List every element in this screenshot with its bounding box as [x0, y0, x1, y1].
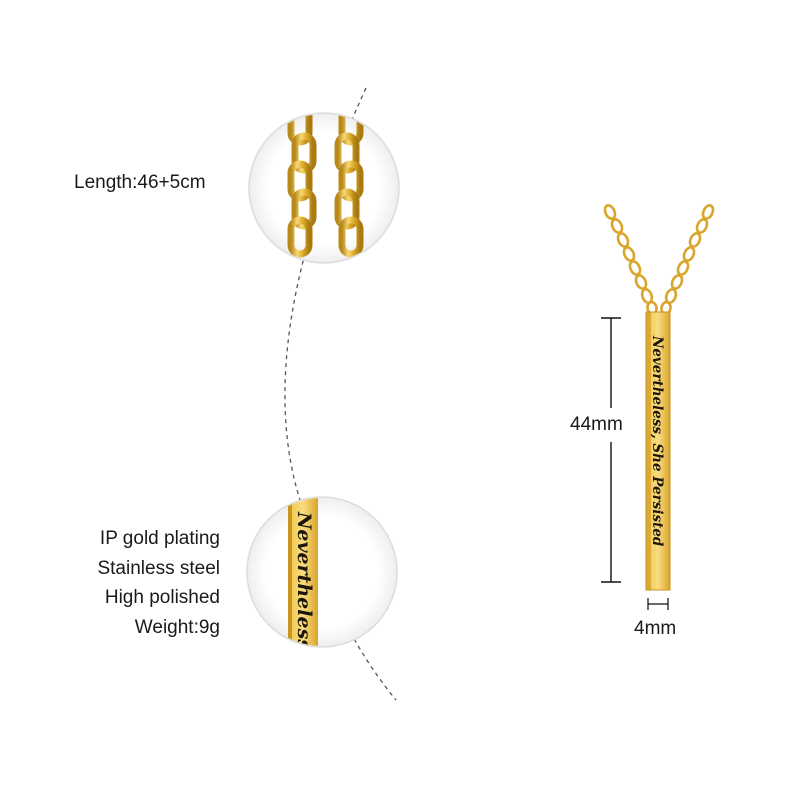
zoom-engraving-text: Nevertheless [293, 511, 315, 650]
weight-spec: Weight:9g [134, 616, 220, 638]
dashed-guide-line [284, 87, 397, 701]
chain-closeup-icon [248, 112, 400, 264]
pendant-engraving-text: Nevertheless, She Persisted [649, 335, 665, 547]
finish-spec: High polished [104, 587, 220, 608]
bar-closeup-icon: Nevertheless [246, 496, 398, 650]
plating-spec: IP gold plating [99, 528, 220, 549]
material-spec: Stainless steel [97, 557, 220, 579]
height-label: 44mm [570, 414, 623, 435]
width-label: 4mm [634, 618, 677, 639]
material-spec-list: IP gold plating Stainless steel High pol… [97, 524, 220, 642]
length-spec: Length:46+5cm [74, 172, 206, 193]
width-dimension [647, 598, 669, 610]
necklace-chain-icon [603, 204, 715, 316]
height-dimension [601, 317, 621, 583]
bar-pendant-icon: Nevertheless, She Persisted [645, 311, 671, 591]
